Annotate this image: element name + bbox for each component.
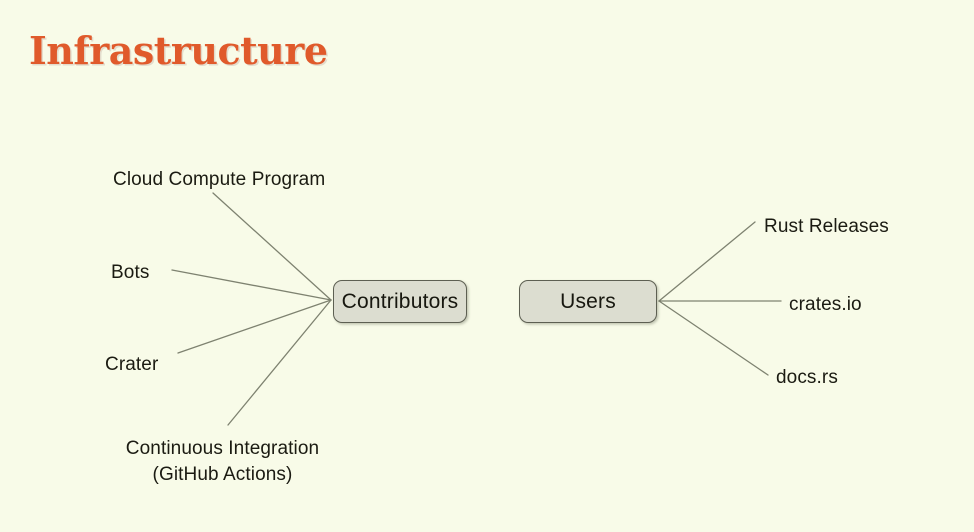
label-continuous-integration: Continuous Integration (GitHub Actions) [120,436,325,487]
edge-bots [171,269,332,301]
label-bots: Bots [111,262,150,283]
node-users-label: Users [560,289,616,313]
label-docs-rs: docs.rs [776,367,838,388]
edge-cloud-compute-program [212,192,332,301]
label-cloud-compute-program: Cloud Compute Program [113,169,326,190]
node-users[interactable]: Users [519,280,657,323]
label-crater: Crater [105,354,159,375]
page-title: Infrastructure [29,28,328,73]
label-continuous-integration-line2: (GitHub Actions) [152,463,293,485]
node-contributors[interactable]: Contributors [333,280,467,323]
edge-docs-rs [658,300,769,376]
label-crates-io: crates.io [789,294,862,315]
label-rust-releases: Rust Releases [764,216,889,237]
edge-rust-releases [658,221,756,302]
node-contributors-label: Contributors [341,289,459,313]
label-continuous-integration-line1: Continuous Integration [125,438,320,459]
edge-continuous-integration [227,299,332,426]
edge-crater [177,299,332,354]
